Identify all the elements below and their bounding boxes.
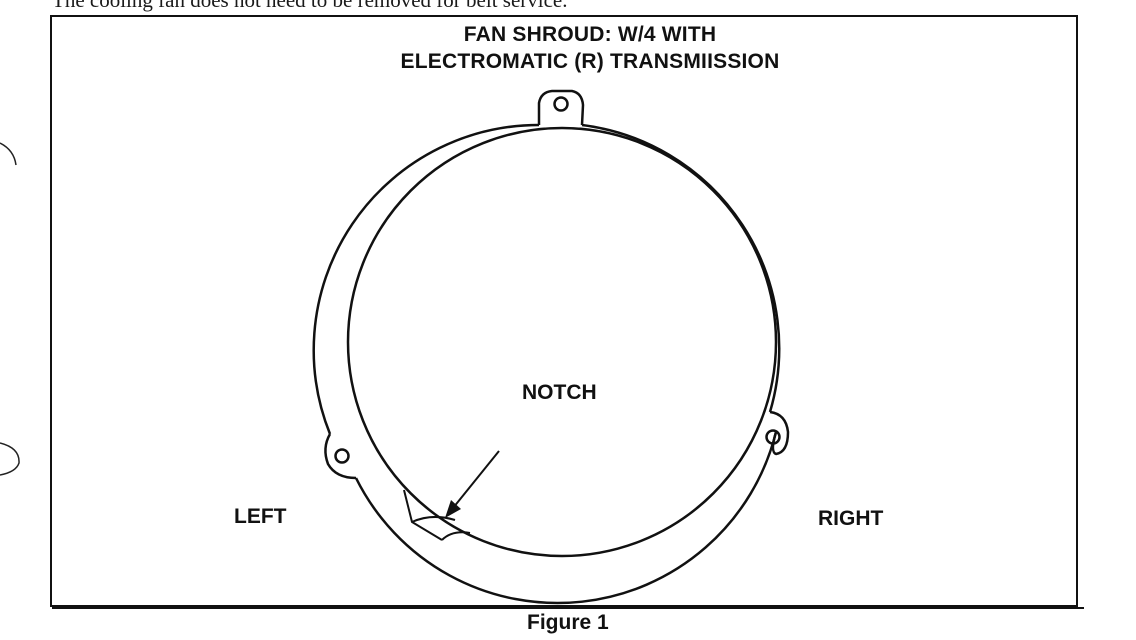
figure-frame	[50, 15, 1084, 609]
notch-arrow-line	[452, 450, 500, 509]
shroud-top-ear	[537, 89, 585, 126]
shroud-left-ear	[324, 433, 357, 480]
margin-mark-top	[0, 142, 17, 166]
shroud-right-ear	[769, 410, 790, 456]
figure-caption: Figure 1	[527, 611, 609, 634]
notch-arrow-head	[445, 500, 461, 518]
right-mounting-hole	[765, 429, 781, 445]
notch-label: NOTCH	[522, 381, 597, 404]
margin-mark-bottom	[0, 442, 20, 476]
shroud-inner-ring	[346, 126, 778, 558]
frame-bottom-line	[52, 607, 1084, 609]
diagram-title-line-1: FAN SHROUD: W/4 WITH	[463, 23, 717, 46]
shroud-outer-ring	[312, 123, 781, 605]
left-mounting-hole	[334, 448, 350, 464]
top-mounting-hole	[553, 96, 569, 112]
page-text-fragment: The cooling fan does not need to be remo…	[52, 0, 568, 12]
notch-detail	[403, 489, 471, 541]
right-label: RIGHT	[818, 507, 884, 530]
left-label: LEFT	[234, 505, 287, 528]
diagram-title-line-2: ELECTROMATIC (R) TRANSMIISSION	[400, 50, 780, 73]
